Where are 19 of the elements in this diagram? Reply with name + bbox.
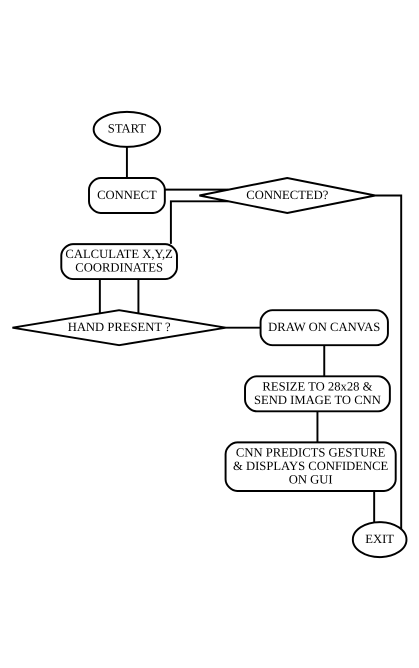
node-diamond: CONNECTED?: [198, 176, 376, 214]
connector: [323, 344, 326, 376]
connector: [170, 200, 228, 244]
connector: [164, 188, 229, 190]
node-box: DRAW ON CANVAS: [260, 308, 389, 346]
connector: [137, 278, 140, 313]
connector: [373, 490, 376, 522]
connector: [126, 146, 128, 178]
connector: [226, 326, 260, 328]
connector: [316, 410, 318, 442]
node-box: CALCULATE X,Y,Z COORDINATES: [60, 242, 178, 280]
connector: [98, 278, 101, 313]
node-diamond: HAND PRESENT ?: [11, 308, 227, 346]
node-ellipse: START: [92, 110, 162, 148]
node-box: CONNECT: [88, 176, 166, 214]
node-box: CNN PREDICTS GESTURE & DISPLAYS CONFIDENCE ON GUI: [224, 440, 397, 492]
node-ellipse: EXIT: [352, 520, 408, 558]
connector: [375, 194, 402, 528]
node-box: RESIZE TO 28x28 & SEND IMAGE TO CNN: [244, 374, 391, 412]
